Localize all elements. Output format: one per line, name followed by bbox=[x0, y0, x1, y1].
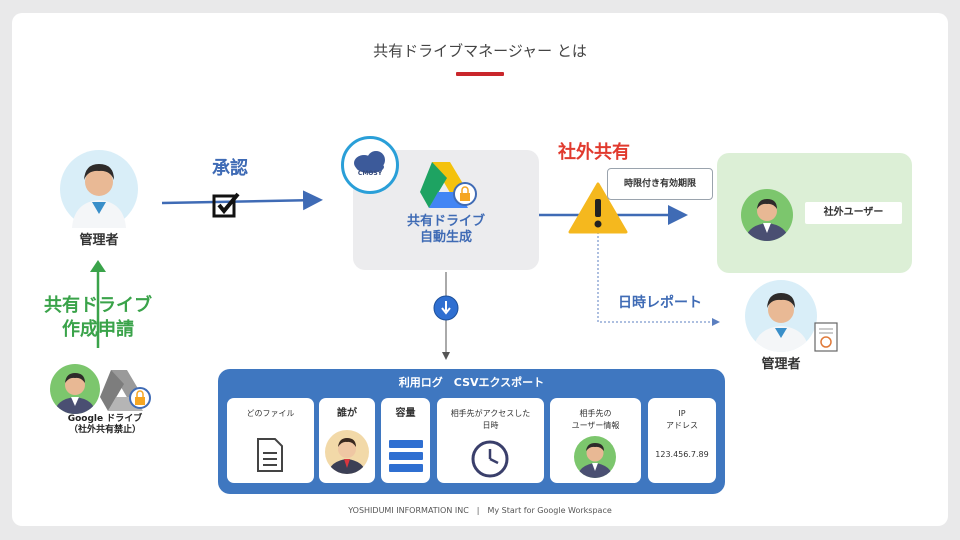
log-card-label: IP アドレス bbox=[666, 409, 698, 430]
expiry-box: 時限付き有効期限 bbox=[607, 168, 713, 200]
external-user-avatar bbox=[741, 189, 793, 241]
ip-address-value: 123.456.7.89 bbox=[655, 450, 709, 459]
request-label: 共有ドライブ 作成申請 bbox=[38, 294, 158, 342]
request-label-line1: 共有ドライブ bbox=[44, 295, 152, 316]
storage-icon bbox=[389, 440, 423, 472]
person-icon bbox=[325, 430, 369, 474]
usage-log-title: 利用ログ CSVエクスポート bbox=[398, 376, 545, 389]
report-admin-avatar bbox=[745, 280, 817, 352]
title-underline bbox=[456, 72, 504, 76]
cloud-icon bbox=[354, 151, 385, 173]
log-card-label: どのファイル bbox=[246, 409, 295, 418]
approve-arrow bbox=[161, 190, 323, 211]
report-label: 日時レポート bbox=[618, 295, 702, 311]
google-drive-icon bbox=[420, 162, 477, 208]
log-card-user-info: 相手先の ユーザー情報 bbox=[550, 398, 641, 483]
log-card-access-time: 相手先がアクセスした日時 bbox=[437, 398, 544, 483]
approve-label: 承認 bbox=[212, 158, 248, 179]
report-dotted-arrow bbox=[597, 232, 720, 326]
external-user-label: 社外ユーザー bbox=[805, 202, 902, 224]
request-arrowhead bbox=[90, 260, 106, 272]
log-card-file: どのファイル bbox=[227, 398, 314, 483]
cmosy-logo bbox=[341, 136, 399, 194]
request-label-line2: 作成申請 bbox=[62, 319, 134, 340]
report-admin-label: 管理者 bbox=[761, 357, 801, 372]
cmosy-label: CMOSY bbox=[357, 170, 383, 177]
log-card-label: 相手先がアクセスした日時 bbox=[450, 409, 531, 430]
user-info-avatar bbox=[574, 436, 616, 478]
report-document-icon bbox=[814, 322, 838, 352]
page-title: 共有ドライブマネージャー とは bbox=[373, 42, 587, 60]
google-drive-gray-icon bbox=[100, 370, 151, 411]
checkbox-icon bbox=[212, 192, 240, 218]
user-avatar bbox=[50, 364, 100, 414]
admin-avatar bbox=[60, 150, 138, 228]
footer: YOSHIDUMI INFORMATION INC | My Start for… bbox=[348, 506, 612, 515]
clock-icon bbox=[471, 440, 509, 478]
shared-drive-label-line1: 共有ドライブ bbox=[406, 214, 485, 229]
log-card-label: 相手先の ユーザー情報 bbox=[571, 409, 620, 430]
log-card-label: 容量 bbox=[395, 408, 416, 419]
shared-drive-label-line2: 自動生成 bbox=[419, 230, 472, 245]
google-drive-label-line2: （社外共有禁止） bbox=[68, 425, 141, 435]
google-drive-label-line1: Google ドライブ bbox=[67, 414, 143, 424]
document-icon bbox=[257, 438, 283, 472]
download-icon bbox=[433, 295, 459, 321]
google-drive-label: Google ドライブ （社外共有禁止） bbox=[50, 414, 160, 436]
external-share-label: 社外共有 bbox=[558, 142, 630, 163]
log-card-capacity: 容量 bbox=[381, 398, 430, 483]
log-card-ip: IP アドレス 123.456.7.89 bbox=[648, 398, 716, 483]
log-card-label: 誰が bbox=[337, 408, 357, 419]
admin-label: 管理者 bbox=[79, 233, 119, 248]
warning-icon bbox=[568, 182, 628, 234]
shared-drive-label: 共有ドライブ 自動生成 bbox=[353, 214, 539, 246]
log-card-who: 誰が bbox=[319, 398, 375, 483]
